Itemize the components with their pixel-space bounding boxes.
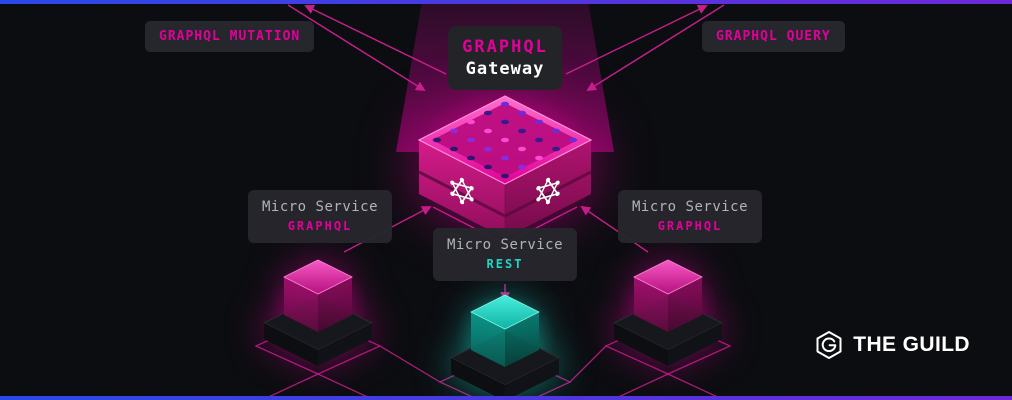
service-subtitle: GRAPHQL — [287, 219, 353, 234]
service-cube-graphql-left — [262, 259, 374, 366]
graphql-logo-icon — [450, 177, 474, 205]
service-subtitle: REST — [486, 257, 524, 272]
service-title: Micro Service — [261, 199, 379, 215]
service-label-rest: Micro Service REST — [432, 228, 578, 281]
service-cube-graphql-right — [612, 259, 724, 366]
gateway-dots-pattern — [433, 101, 577, 179]
service-label-graphql-left: Micro Service GRAPHQL — [247, 190, 393, 243]
service-title: Micro Service — [446, 237, 564, 253]
magenta-cube — [633, 259, 703, 332]
the-guild-logo: THE GUILD — [814, 330, 970, 360]
gateway-title-line1: GRAPHQL — [462, 37, 548, 57]
graphql-query-label: GRAPHQL QUERY — [702, 21, 845, 52]
guild-hexagon-icon — [816, 331, 842, 359]
service-cube-rest — [449, 294, 561, 400]
gateway-title: GRAPHQL Gateway — [448, 26, 562, 91]
brand-text: THE GUILD — [853, 333, 970, 356]
gateway-cube — [417, 95, 593, 238]
magenta-cube — [283, 259, 353, 332]
bottom-border-bar — [0, 396, 1012, 400]
graphql-mutation-label: GRAPHQL MUTATION — [145, 21, 315, 52]
service-label-graphql-right: Micro Service GRAPHQL — [617, 190, 763, 243]
top-border-bar — [0, 0, 1012, 4]
gateway-title-line2: Gateway — [465, 59, 545, 80]
teal-cube — [470, 294, 540, 367]
service-title: Micro Service — [631, 199, 749, 215]
service-subtitle: GRAPHQL — [657, 219, 723, 234]
graphql-logo-icon — [536, 177, 560, 205]
